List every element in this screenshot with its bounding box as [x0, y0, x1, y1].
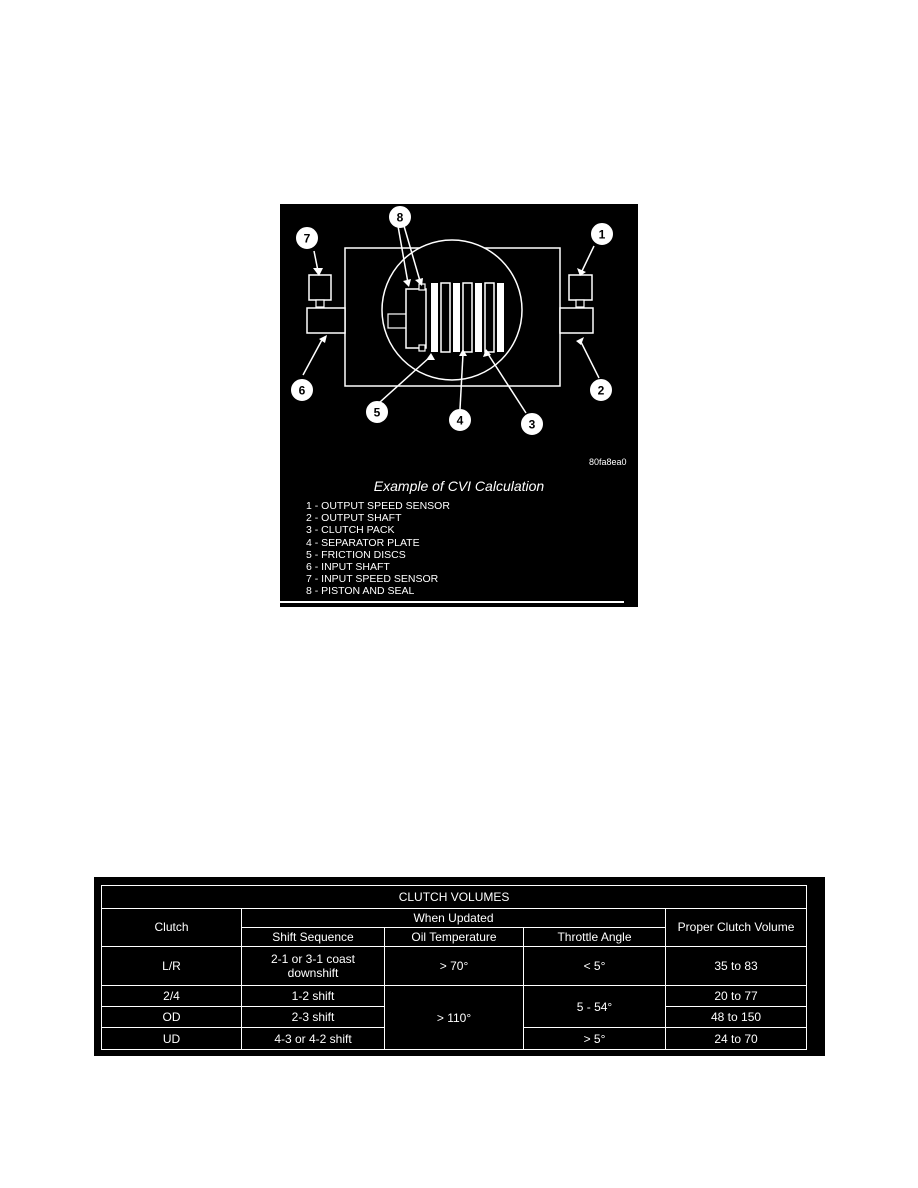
cvi-diagram: 8 7 1 6 2 5 4 3 [291, 206, 613, 435]
legend-item: 3 - CLUTCH PACK [306, 524, 395, 537]
input-sensor-stem [315, 299, 325, 308]
legend-item: 4 - SEPARATOR PLATE [306, 536, 420, 549]
cell-clutch: 2/4 [101, 985, 242, 1008]
callout-2: 2 [598, 384, 605, 398]
friction-disc [475, 283, 482, 352]
legend-item: 1 - OUTPUT SPEED SENSOR [306, 500, 450, 512]
piston-seal-bottom [418, 344, 426, 352]
header-proper-volume: Proper Clutch Volume [664, 907, 808, 947]
callout-5-circle [366, 401, 388, 423]
clutch-volumes-table: CLUTCH VOLUMES Clutch When Updated Prope… [100, 885, 808, 1050]
table-subheader-row: Shift Sequence Oil Temperature Throttle … [102, 926, 807, 947]
cell-throttle: > 5° [523, 1027, 666, 1050]
cell-clutch: UD [101, 1027, 242, 1050]
callout-8: 8 [397, 211, 404, 225]
cell-throttle: < 5° [523, 945, 666, 987]
legend-item: 6 - INPUT SHAFT [306, 561, 390, 574]
cell-throttle: 5 - 54° [523, 985, 666, 1029]
cell-shift: 2-3 shift [241, 1006, 385, 1029]
callout-3: 3 [529, 418, 536, 432]
input-shaft-stub [387, 313, 408, 329]
header-when-updated: When Updated [241, 907, 666, 928]
leader-arrowheads [313, 268, 586, 360]
table-title: CLUTCH VOLUMES [100, 885, 808, 909]
callout-4-circle [449, 409, 471, 431]
output-shaft [559, 307, 594, 334]
cell-volume: 20 to 77 [664, 985, 808, 1008]
figure-code: 80fa8ea0 [589, 457, 627, 467]
callout-7-circle [296, 227, 318, 249]
figure-caption: Example of CVI Calculation [373, 478, 545, 494]
callout-1: 1 [599, 228, 606, 242]
output-sensor-stem [575, 299, 585, 308]
cell-oil: > 70° [384, 945, 524, 987]
table-row: 2/4 1-2 shift > 110° 5 - 54° 20 to 77 [101, 985, 808, 1050]
cell-shift: 1-2 shift [241, 985, 385, 1008]
callout-4: 4 [457, 414, 464, 428]
cell-volume: 35 to 83 [664, 945, 808, 987]
figure-rule [280, 601, 624, 603]
callout-6: 6 [299, 384, 306, 398]
legend-item: 7 - INPUT SPEED SENSOR [306, 573, 439, 586]
legend-item: 8 - PISTON AND SEAL [306, 585, 415, 598]
friction-disc [431, 283, 438, 352]
table-title-row: CLUTCH VOLUMES [100, 885, 808, 909]
callout-7: 7 [304, 232, 311, 246]
cell-oil: > 110° [384, 985, 524, 1050]
friction-disc [453, 283, 460, 352]
table-row: OD 2-3 shift 48 to 150 [101, 1006, 808, 1029]
callout-8-circle [389, 206, 411, 228]
separator-plate [484, 282, 495, 353]
separator-plate [462, 282, 473, 353]
header-oil-temperature: Oil Temperature [384, 926, 524, 947]
legend-item: 2 - OUTPUT SHAFT [306, 512, 402, 525]
figure-legend: 1 - OUTPUT SPEED SENSOR 2 - OUTPUT SHAFT… [306, 500, 450, 598]
table-row: UD 4-3 or 4-2 shift > 5° 24 to 70 [101, 1027, 808, 1050]
cell-clutch: OD [101, 1006, 242, 1029]
cell-volume: 48 to 150 [664, 1006, 808, 1029]
header-shift-sequence: Shift Sequence [241, 926, 385, 947]
cell-volume: 24 to 70 [664, 1027, 808, 1050]
leader-lines [302, 225, 600, 414]
header-clutch: Clutch [101, 907, 242, 947]
cell-shift: 4-3 or 4-2 shift [241, 1027, 385, 1050]
callout-3-circle [521, 413, 543, 435]
legend-item: 5 - FRICTION DISCS [306, 548, 406, 561]
input-speed-sensor [308, 274, 332, 301]
callout-2-circle [590, 379, 612, 401]
callout-6-circle [291, 379, 313, 401]
header-throttle-angle: Throttle Angle [523, 926, 666, 947]
table-row: L/R 2-1 or 3-1 coast downshift > 70° < 5… [101, 945, 808, 987]
callout-5: 5 [374, 406, 381, 420]
callout-1-circle [591, 223, 613, 245]
clutch-pack [431, 282, 504, 353]
separator-plate [440, 282, 451, 353]
table-header-row: Clutch When Updated Proper Clutch Volume [101, 907, 808, 947]
cell-clutch: L/R [101, 945, 242, 987]
input-shaft [306, 307, 346, 334]
clutch-volumes-panel: CLUTCH VOLUMES Clutch When Updated Prope… [94, 877, 825, 1056]
cell-shift: 2-1 or 3-1 coast downshift [241, 945, 385, 987]
callout-circles [291, 206, 613, 435]
cvi-figure: 8 7 1 6 2 5 4 3 80fa8ea0 Example of CVI … [280, 204, 638, 607]
output-speed-sensor [568, 274, 593, 301]
piston [405, 288, 427, 349]
friction-disc [497, 283, 504, 352]
